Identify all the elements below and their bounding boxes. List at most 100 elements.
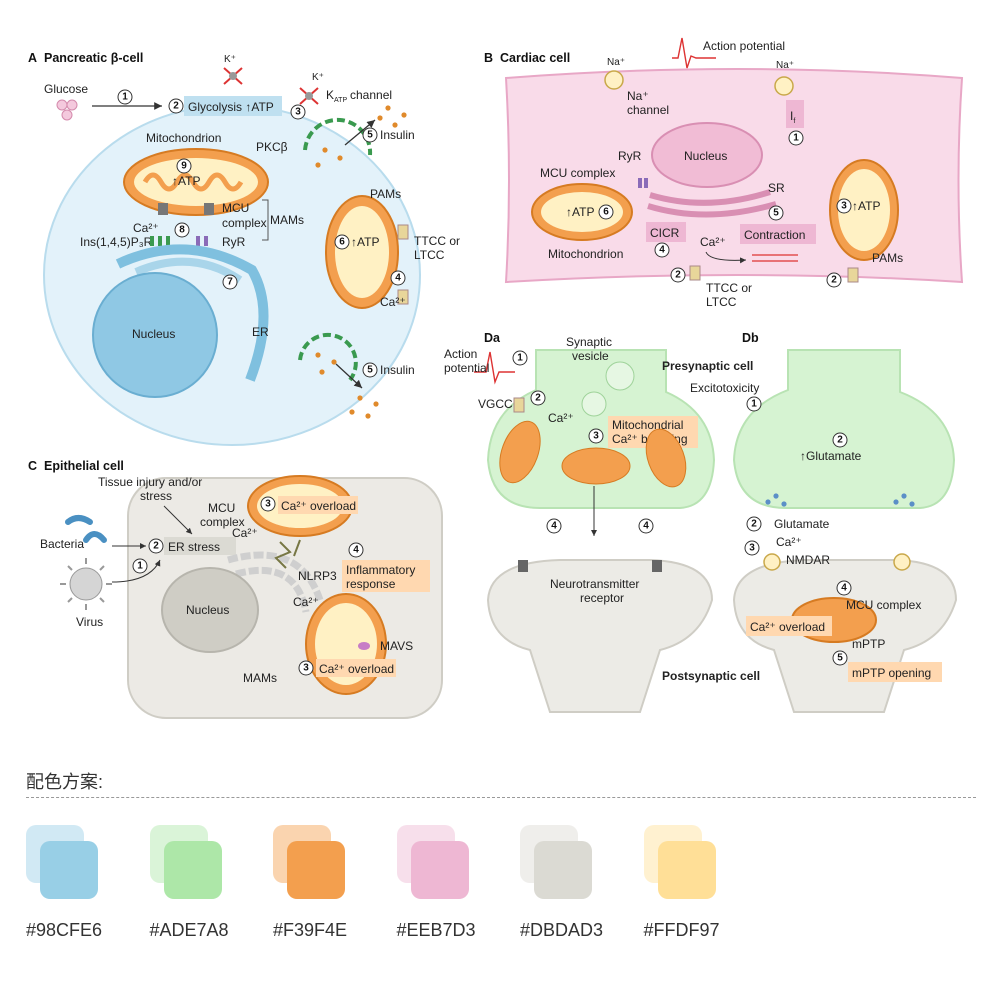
mitochondrion-da1 bbox=[499, 420, 541, 484]
action-potential-label-b: Action potential bbox=[703, 39, 785, 53]
swatch-hex-label: #DBDAD3 bbox=[520, 920, 604, 940]
color-swatch: #FFDF97 bbox=[643, 825, 764, 945]
figure-diagram: A Pancreatic β-cell Glucose 1 2 Glycolys… bbox=[28, 37, 964, 719]
svg-text:4: 4 bbox=[659, 245, 665, 256]
mitochondrion-b1-matrix bbox=[541, 192, 623, 232]
contraction-box bbox=[740, 224, 816, 244]
step-4-badge-c: 4 bbox=[348, 542, 364, 558]
presynaptic-cell-db bbox=[732, 349, 956, 509]
svg-text:3: 3 bbox=[593, 431, 599, 442]
mavs-icon bbox=[358, 642, 370, 650]
insulin-dots-top bbox=[315, 105, 407, 168]
nt-receptor-label-1: Neurotransmitter bbox=[550, 577, 639, 591]
er-membrane bbox=[115, 244, 269, 382]
swatch-front-tile bbox=[410, 841, 469, 899]
ca-label-b: Ca²⁺ bbox=[700, 235, 726, 249]
svg-text:2: 2 bbox=[173, 101, 179, 112]
panel-da-letter: Da bbox=[484, 331, 501, 345]
svg-text:5: 5 bbox=[837, 653, 843, 664]
nucleus-a bbox=[92, 272, 218, 398]
step-1-badge-da: 1 bbox=[512, 350, 528, 366]
svg-text:2: 2 bbox=[535, 393, 541, 404]
injury-label-2: stress bbox=[140, 489, 172, 503]
mcu-label-c2: complex bbox=[200, 515, 245, 529]
step-3-badge-db: 3 bbox=[744, 540, 760, 556]
presynaptic-label: Presynaptic cell bbox=[662, 359, 753, 373]
sr-membrane bbox=[647, 189, 777, 218]
step-3-badge-b: 3 bbox=[836, 198, 852, 214]
k-plus-label-top: K⁺ bbox=[224, 54, 236, 65]
mitochondrion-b-label: Mitochondrion bbox=[548, 247, 623, 261]
svg-text:5: 5 bbox=[367, 130, 373, 141]
panel-c-letter: C bbox=[28, 459, 37, 473]
svg-text:2: 2 bbox=[675, 270, 681, 281]
swatch-hex-label: #98CFE6 bbox=[26, 920, 103, 940]
step-6-badge: 6 bbox=[334, 234, 350, 250]
mptp-opening-label: mPTP opening bbox=[852, 666, 931, 680]
insulin-release-arrow-bottom bbox=[335, 363, 363, 389]
virus-arrow bbox=[111, 559, 161, 583]
swatch-hex-label: #FFDF97 bbox=[643, 920, 720, 940]
mcu-label-c1: MCU bbox=[208, 501, 235, 515]
overload-label-db: Ca²⁺ overload bbox=[750, 620, 825, 634]
step-3-badge-c2: 3 bbox=[298, 660, 314, 676]
excitotoxicity-label: Excitotoxicity bbox=[690, 381, 759, 395]
vgcc-icon bbox=[513, 397, 525, 413]
swatch-hex-label: #EEB7D3 bbox=[396, 920, 476, 940]
nt-receptor-icon-1 bbox=[518, 560, 528, 572]
step-2-badge-c: 2 bbox=[148, 538, 164, 554]
mitochondrion-a-cristae bbox=[142, 172, 244, 192]
swatch-hex-label: #F39F4E bbox=[273, 920, 348, 940]
svg-text:3: 3 bbox=[749, 543, 755, 554]
panel-c: C Epithelial cell Tissue injury and/or s… bbox=[28, 459, 443, 719]
pams-label-b: PAMs bbox=[872, 251, 903, 265]
glutamate-dots bbox=[765, 493, 915, 507]
bacteria-label: Bacteria bbox=[40, 537, 84, 551]
step-4-badge-da2: 4 bbox=[638, 518, 654, 534]
insulin-granule-bottom bbox=[298, 332, 358, 382]
svg-text:7: 7 bbox=[227, 277, 233, 288]
ap-label-d1: Action bbox=[444, 347, 477, 361]
svg-text:3: 3 bbox=[841, 201, 847, 212]
nmdar-label: NMDAR bbox=[786, 553, 830, 567]
complex-label-a: complex bbox=[222, 216, 267, 230]
postsynaptic-label: Postsynaptic cell bbox=[662, 669, 760, 683]
ttcc-icon-b2 bbox=[847, 267, 859, 283]
katp-channel-label: channel bbox=[350, 88, 392, 102]
ttcc-icon-a1 bbox=[397, 224, 409, 240]
mams-bracket-a bbox=[262, 199, 269, 241]
er-membrane-inner bbox=[134, 257, 243, 284]
insulin-label-bottom: Insulin bbox=[380, 363, 415, 377]
injury-label-1: Tissue injury and/or bbox=[98, 475, 202, 489]
ca-label-da: Ca²⁺ bbox=[548, 411, 574, 425]
color-swatch: #ADE7A8 bbox=[149, 825, 270, 945]
if-label: If bbox=[790, 109, 795, 125]
step-4-badge-da1: 4 bbox=[546, 518, 562, 534]
glutamate-up-label: ↑Glutamate bbox=[800, 449, 862, 463]
ttcc-icon-b1 bbox=[689, 265, 701, 281]
mcu-label-b: MCU complex bbox=[540, 166, 615, 180]
ip3r-icon bbox=[150, 236, 170, 246]
step-2-badge: 2 bbox=[168, 98, 184, 114]
ryr-icon-a bbox=[196, 236, 208, 246]
step-3-badge-c1: 3 bbox=[260, 496, 276, 512]
glycolysis-box bbox=[184, 96, 282, 116]
svg-text:2: 2 bbox=[831, 275, 837, 286]
pkc-label: PKCβ bbox=[256, 140, 288, 154]
glutamate-label: Glutamate bbox=[774, 517, 830, 531]
panel-a-title: Pancreatic β-cell bbox=[44, 51, 143, 65]
glucose-molecules-icon bbox=[56, 99, 78, 121]
mitochondrion-b2-matrix bbox=[838, 169, 890, 251]
vesicle-label-2: vesicle bbox=[572, 349, 609, 363]
katp-label: KATP bbox=[326, 88, 347, 104]
ttcc-icon-a2 bbox=[397, 289, 409, 305]
na-label-b1: Na⁺ bbox=[607, 57, 625, 68]
ca-label-a-pam: Ca²⁺ bbox=[380, 295, 406, 309]
mitochondrion-da2 bbox=[561, 447, 631, 485]
panel-a: A Pancreatic β-cell Glucose 1 2 Glycolys… bbox=[28, 51, 460, 446]
k-plus-label-channel: K⁺ bbox=[312, 72, 324, 83]
nucleus-a-label: Nucleus bbox=[132, 327, 175, 341]
svg-text:2: 2 bbox=[751, 519, 757, 530]
step-5-badge-b: 5 bbox=[768, 205, 784, 221]
vgcc-label: VGCC bbox=[478, 397, 513, 411]
